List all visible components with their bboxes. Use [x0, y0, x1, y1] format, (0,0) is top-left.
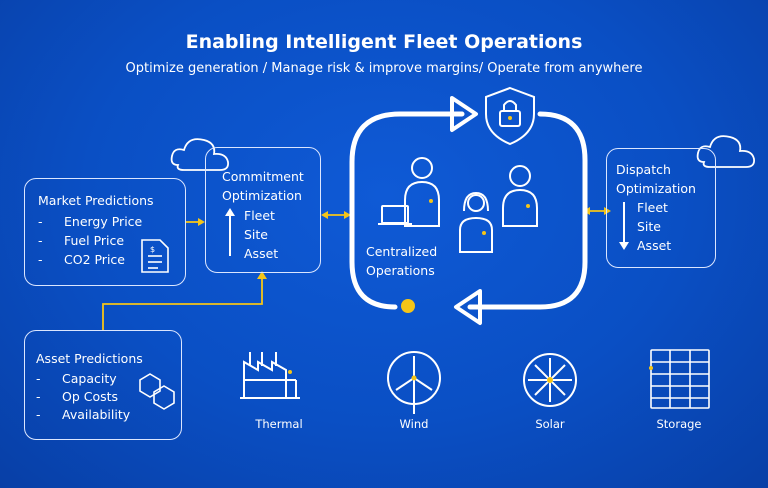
- page-subtitle: Optimize generation / Manage risk & impr…: [125, 61, 643, 76]
- market-item-co2: -CO2 Price: [38, 252, 125, 267]
- market-item-energy: -Energy Price: [38, 214, 143, 229]
- dispatch-item-site: Site: [637, 219, 661, 234]
- commitment-up-arrow: [225, 208, 235, 256]
- commitment-item-asset: Asset: [244, 246, 279, 261]
- market-item-fuel: -Fuel Price: [38, 233, 125, 248]
- asset-label-storage: Storage: [656, 417, 702, 431]
- wind-turbine-icon: [387, 351, 441, 414]
- operations-cycle: [349, 111, 588, 310]
- commitment-item-site: Site: [244, 227, 268, 242]
- factory-icon: [240, 352, 300, 399]
- dispatch-item-fleet: Fleet: [637, 200, 668, 215]
- solar-icon: [523, 353, 577, 407]
- asset-item-availability: -Availability: [36, 407, 131, 422]
- operator-woman-icon: [459, 191, 493, 253]
- asset-label-wind: Wind: [399, 417, 429, 431]
- shield-lock-icon: [485, 86, 535, 146]
- dispatch-cloud-icon: [696, 135, 755, 168]
- dispatch-item-asset: Asset: [637, 238, 672, 253]
- commitment-centralized-double-arrow: [321, 211, 351, 219]
- operator-man-icon: [502, 165, 538, 227]
- dollar-document-icon: $: [141, 239, 169, 273]
- commitment-title-line1: Commitment: [222, 169, 304, 184]
- asset-predictions-box: Asset Predictions -Capacity -Op Costs -A…: [24, 330, 182, 440]
- dispatch-optimization-box: Dispatch Optimization Fleet Site Asset: [606, 148, 716, 268]
- operator-laptop-icon: [378, 157, 440, 227]
- cycle-yellow-dot: [401, 299, 415, 313]
- market-predictions-title: Market Predictions: [38, 193, 154, 208]
- market-predictions-box: Market Predictions -Energy Price -Fuel P…: [24, 178, 186, 286]
- commitment-optimization-box: Commitment Optimization Fleet Site Asset: [205, 147, 321, 273]
- centralized-line2: Operations: [366, 263, 435, 278]
- dispatch-title-line1: Dispatch: [616, 162, 671, 177]
- cycle-bottom-arrowhead: [454, 289, 482, 325]
- dispatch-down-arrow: [619, 202, 629, 250]
- asset-to-commitment-arrowhead: [257, 271, 267, 279]
- asset-label-thermal: Thermal: [255, 417, 303, 431]
- commitment-item-fleet: Fleet: [244, 208, 275, 223]
- asset-to-commitment-connector: [102, 276, 263, 330]
- page-title: Enabling Intelligent Fleet Operations: [185, 31, 583, 53]
- centralized-line1: Centralized: [366, 244, 438, 259]
- asset-item-capacity: -Capacity: [36, 371, 117, 386]
- commitment-title-line2: Optimization: [222, 188, 302, 203]
- asset-label-solar: Solar: [535, 417, 565, 431]
- dispatch-title-line2: Optimization: [616, 181, 696, 196]
- hexagon-icon: [139, 373, 175, 410]
- battery-storage-icon: [649, 349, 710, 409]
- commitment-cloud-icon: [170, 138, 229, 171]
- asset-item-opcosts: -Op Costs: [36, 389, 119, 404]
- asset-predictions-title: Asset Predictions: [36, 351, 143, 366]
- svg-text:$: $: [150, 245, 155, 254]
- cycle-top-arrowhead: [450, 96, 478, 132]
